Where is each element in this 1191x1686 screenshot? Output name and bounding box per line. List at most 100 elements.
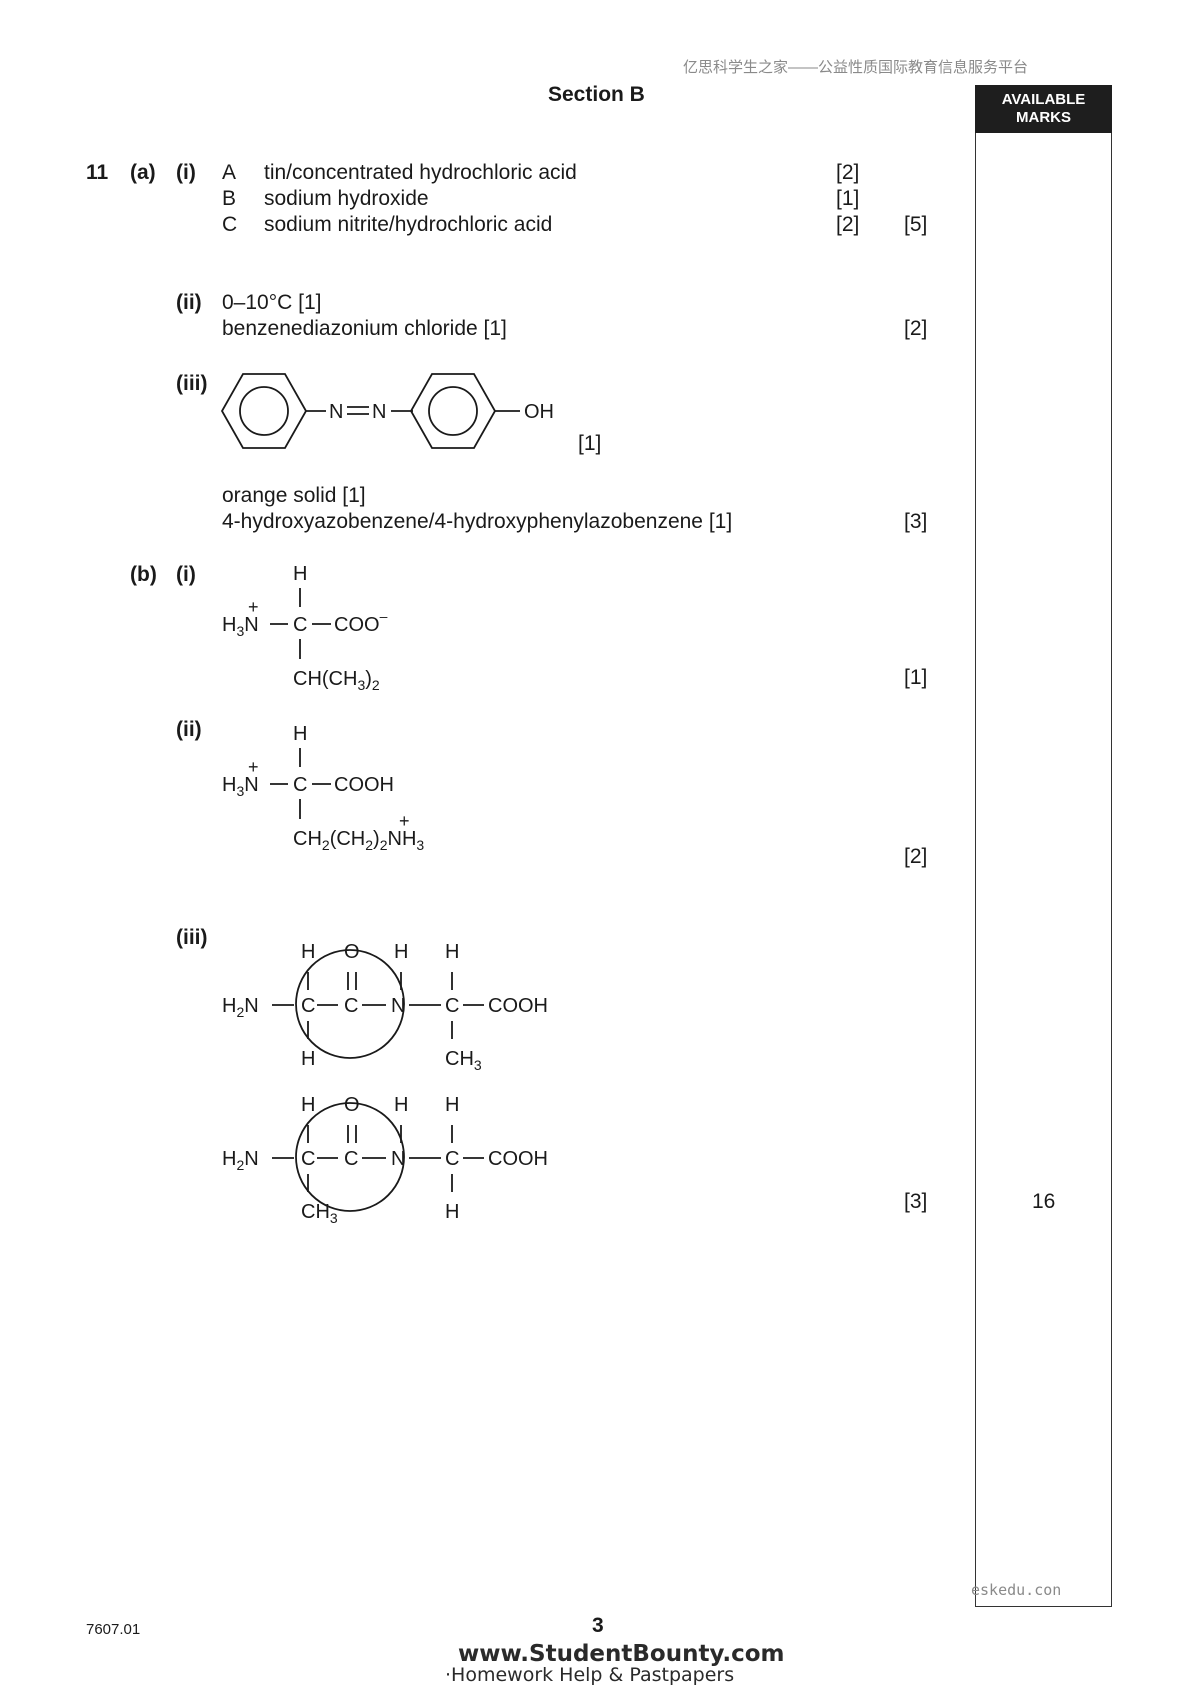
c3-bottom-h: H xyxy=(445,1201,459,1223)
left-h: H xyxy=(222,614,236,636)
c3-top-h: H xyxy=(445,941,459,963)
c1-top-h: H xyxy=(301,941,315,963)
azo-n-1: N xyxy=(329,401,343,423)
answer-line: 0–10°C [1] xyxy=(222,291,322,314)
amino-h: H xyxy=(222,995,236,1017)
carbon-3: C xyxy=(445,1148,459,1170)
part-total-mark: [5] xyxy=(904,213,928,236)
answer-row-mark: [1] xyxy=(836,187,860,210)
top-h: H xyxy=(293,723,307,745)
side-chain: CH(CH xyxy=(293,668,357,690)
plus-sign-side: + xyxy=(399,811,410,831)
header-watermark: 亿思科学生之家——公益性质国际教育信息服务平台 xyxy=(683,59,1029,76)
carbon-1: C xyxy=(301,1148,315,1170)
svg-text:H2N: H2N xyxy=(222,995,259,1020)
methyl-group: CH xyxy=(301,1201,330,1223)
part-a-i-label: (i) xyxy=(176,161,196,184)
available-marks-label-1: AVAILABLE xyxy=(1001,91,1086,108)
svg-text:CH2(CH2)2NH3: CH2(CH2)2NH3 xyxy=(293,828,424,853)
plus-sign: + xyxy=(248,757,259,777)
part-a-ii-label: (ii) xyxy=(176,291,202,314)
structure-mark: [1] xyxy=(578,432,602,455)
dipeptide-structure-1: H O H H H2N C C N C COOH H CH3 xyxy=(222,941,548,1073)
top-h: H xyxy=(293,563,307,585)
part-total-mark: [2] xyxy=(904,317,928,340)
carbonyl-o: O xyxy=(344,1094,360,1116)
carbon-2: C xyxy=(344,1148,358,1170)
svg-text:CH3: CH3 xyxy=(301,1201,338,1226)
left-n: N xyxy=(244,774,258,796)
svg-text:H3N: H3N xyxy=(222,774,259,799)
c1-top-h: H xyxy=(301,1094,315,1116)
azo-n-2: N xyxy=(372,401,386,423)
left-sub: 3 xyxy=(236,783,244,799)
carboxyl-group: COOH xyxy=(488,995,548,1017)
part-total-mark: [3] xyxy=(904,1190,928,1213)
available-marks-label-2: MARKS xyxy=(1016,109,1071,126)
svg-text:COO–: COO– xyxy=(334,608,388,636)
question-number: 11 xyxy=(86,161,109,184)
left-sub: 3 xyxy=(236,623,244,639)
amide-h: H xyxy=(394,1094,408,1116)
svg-text:H3N: H3N xyxy=(222,614,259,639)
c1-bottom-h: H xyxy=(301,1048,315,1070)
answer-row-letter: A xyxy=(222,161,237,184)
methyl-group: CH xyxy=(445,1048,474,1070)
section-title: Section B xyxy=(548,83,645,106)
part-a-label: (a) xyxy=(130,161,156,184)
answer-row-text: sodium nitrite/hydrochloric acid xyxy=(264,213,553,236)
brand-line-1: www.StudentBounty.com xyxy=(458,1641,785,1667)
part-total-mark: [3] xyxy=(904,510,928,533)
answer-line: orange solid [1] xyxy=(222,484,366,507)
part-b-label: (b) xyxy=(130,563,157,586)
minus-sign: – xyxy=(380,608,388,624)
plus-sign: + xyxy=(248,597,259,617)
paper-code: 7607.01 xyxy=(86,1621,141,1638)
zwitterion-structure: H + H3N C COO– CH(CH3)2 xyxy=(222,563,388,693)
carboxylate: COO xyxy=(334,614,380,636)
brand-line-2: ·Homework Help & Pastpapers xyxy=(445,1664,735,1686)
c3-top-h: H xyxy=(445,1094,459,1116)
svg-text:CH(CH3)2: CH(CH3)2 xyxy=(293,668,380,693)
amino-n: N xyxy=(244,1148,258,1170)
carbonyl-o: O xyxy=(344,941,360,963)
alpha-carbon: C xyxy=(293,614,307,636)
answer-line: benzenediazonium chloride [1] xyxy=(222,317,507,340)
amide-h: H xyxy=(394,941,408,963)
page-number: 3 xyxy=(592,1614,604,1637)
part-total-mark: [2] xyxy=(904,845,928,868)
answer-row-text: tin/concentrated hydrochloric acid xyxy=(264,161,577,184)
answer-row-mark: [2] xyxy=(836,213,860,236)
site-watermark: eskedu.con xyxy=(971,1581,1062,1599)
answer-row-letter: B xyxy=(222,187,237,210)
lysine-cation-structure: H + H3N C COOH + CH2(CH2)2NH3 xyxy=(222,723,424,853)
carbon-1: C xyxy=(301,995,315,1017)
part-b-i-label: (i) xyxy=(176,563,196,586)
carboxylic-acid: COOH xyxy=(334,774,394,796)
alpha-carbon: C xyxy=(293,774,307,796)
amino-h: H xyxy=(222,1148,236,1170)
question-total-marks: 16 xyxy=(1032,1190,1056,1213)
part-total-mark: [1] xyxy=(904,666,928,689)
amino-n: N xyxy=(244,995,258,1017)
amide-n: N xyxy=(391,995,405,1017)
amide-n: N xyxy=(391,1148,405,1170)
part-b-ii-label: (ii) xyxy=(176,718,202,741)
azo-dye-structure: N N OH xyxy=(220,373,554,449)
available-marks-header: AVAILABLE MARKS xyxy=(975,85,1112,133)
carboxyl-group: COOH xyxy=(488,1148,548,1170)
available-marks-column xyxy=(975,85,1112,1607)
carbon-3: C xyxy=(445,995,459,1017)
svg-text:H2N: H2N xyxy=(222,1148,259,1173)
answer-row-letter: C xyxy=(222,213,238,236)
side-chain: CH xyxy=(293,828,322,850)
left-h: H xyxy=(222,774,236,796)
part-b-iii-label: (iii) xyxy=(176,926,208,949)
hydroxyl-group: OH xyxy=(524,401,554,423)
left-n: N xyxy=(244,614,258,636)
answer-row-text: sodium hydroxide xyxy=(264,187,429,210)
answer-line: 4-hydroxyazobenzene/4-hydroxyphenylazobe… xyxy=(222,510,733,533)
svg-text:CH3: CH3 xyxy=(445,1048,482,1073)
carbon-2: C xyxy=(344,995,358,1017)
part-a-iii-label: (iii) xyxy=(176,372,208,395)
